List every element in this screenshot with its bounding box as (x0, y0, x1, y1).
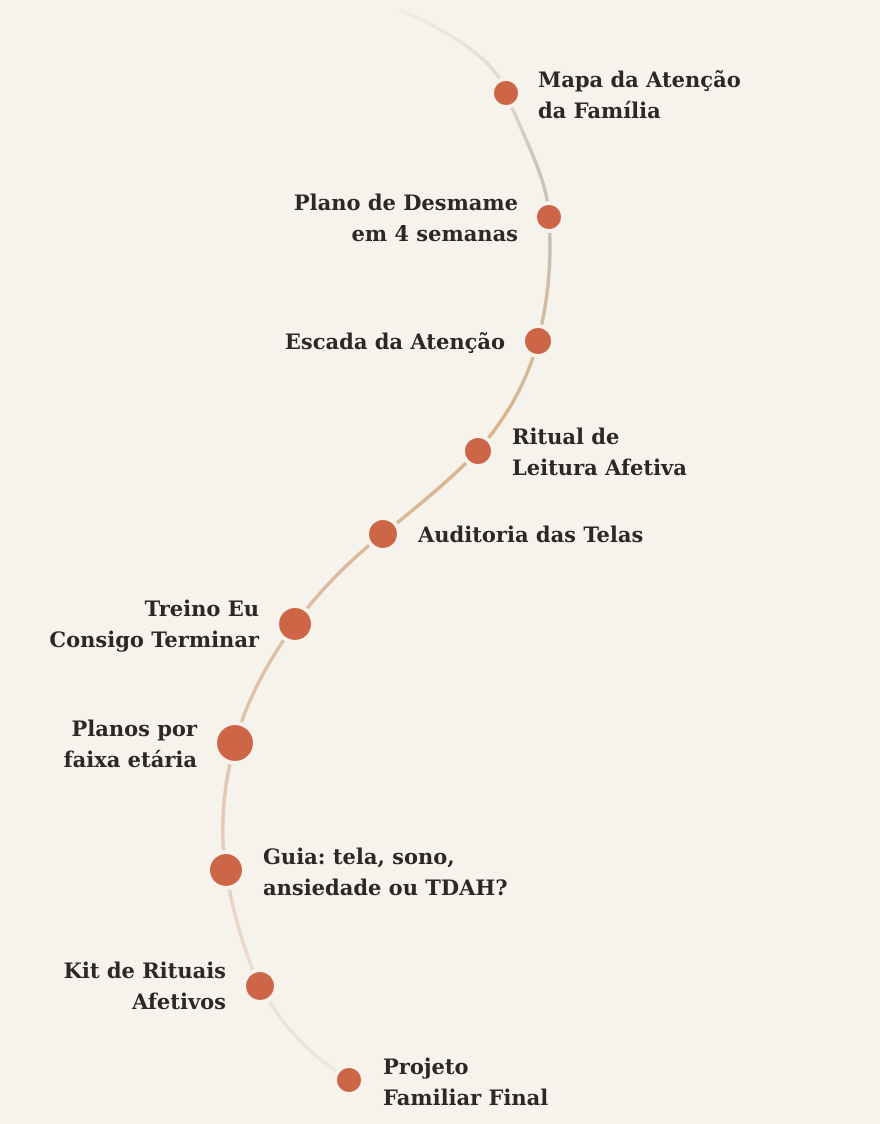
timeline-stop-label[interactable]: Projeto Familiar Final (383, 1054, 549, 1110)
timeline-stop-dot[interactable] (246, 972, 274, 1000)
timeline-stop-dot[interactable] (525, 328, 551, 354)
timeline-stop-label[interactable]: Planos por faixa etária (63, 716, 197, 772)
timeline-stop-dot[interactable] (369, 520, 397, 548)
timeline-stop-label[interactable]: Kit de Rituais Afetivos (63, 958, 226, 1014)
timeline-stop-label[interactable]: Ritual de Leitura Afetiva (512, 424, 687, 480)
timeline-stop-dot[interactable] (279, 608, 311, 640)
timeline-stop-label[interactable]: Guia: tela, sono, ansiedade ou TDAH? (263, 844, 508, 900)
timeline-stop-label[interactable]: Auditoria das Telas (418, 522, 644, 547)
timeline-stop-dot[interactable] (537, 205, 561, 229)
timeline-stop-label[interactable]: Mapa da Atenção da Família (538, 67, 741, 123)
timeline-stop-dot[interactable] (337, 1068, 361, 1092)
timeline-stop-label[interactable]: Treino Eu Consigo Terminar (49, 596, 259, 652)
timeline-stop-dot[interactable] (494, 81, 518, 105)
timeline-stop-label[interactable]: Escada da Atenção (284, 329, 505, 354)
timeline-stop-dot[interactable] (210, 854, 242, 886)
timeline-stop-label[interactable]: Plano de Desmame em 4 semanas (293, 190, 518, 246)
timeline-stop-dot[interactable] (217, 725, 253, 761)
timeline-stop-dot[interactable] (465, 438, 491, 464)
